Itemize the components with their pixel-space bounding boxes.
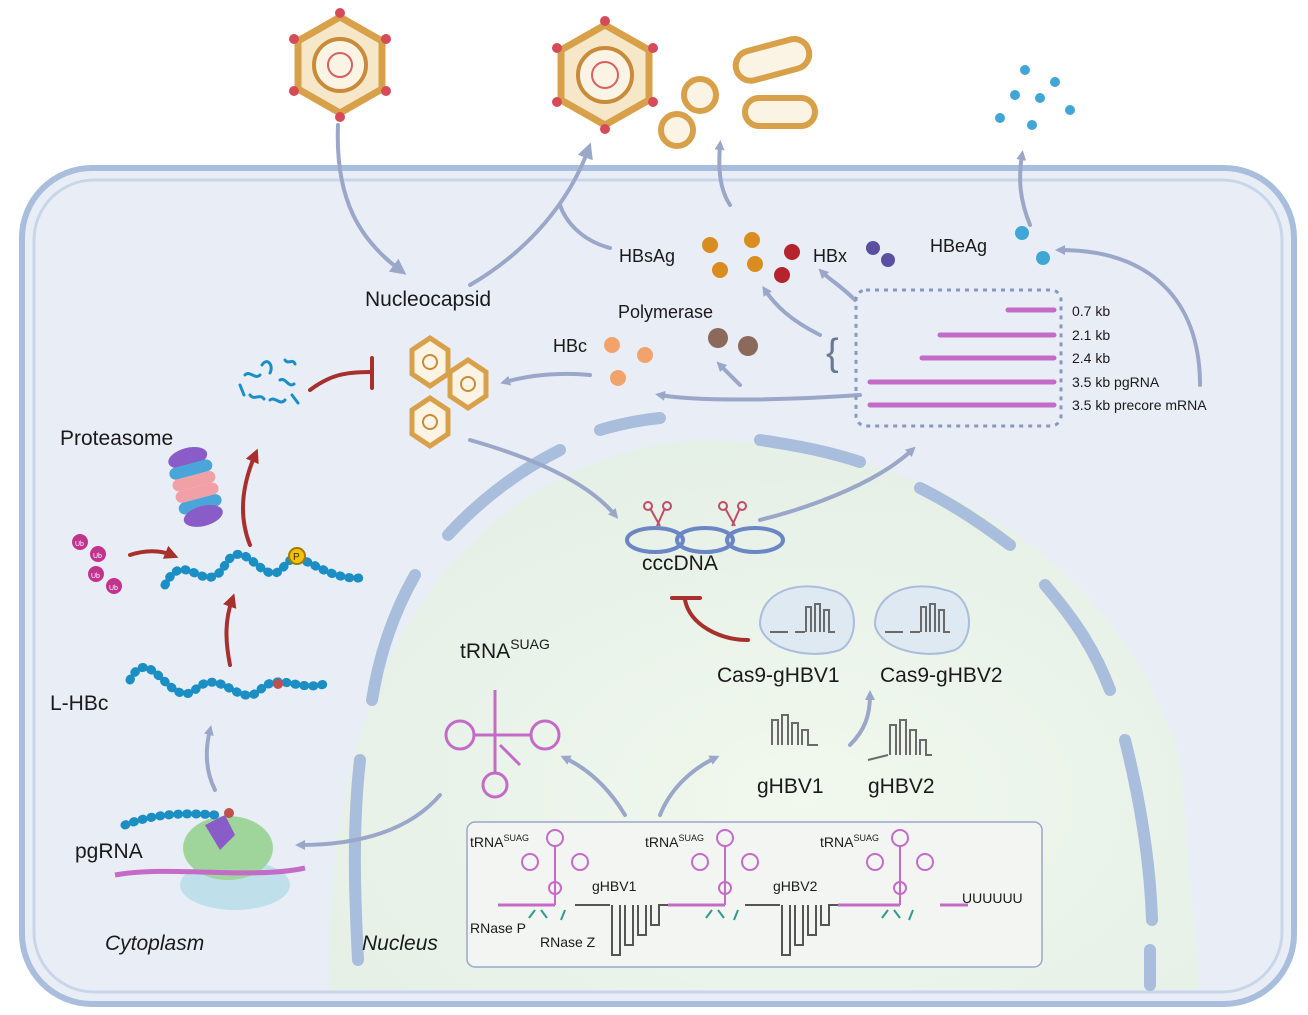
hbsag-sphere-icon [658, 76, 719, 149]
transcript-label-2-4: 2.4 kb [1072, 350, 1110, 366]
proteasome-label: Proteasome [60, 427, 173, 450]
phospho-label: P [293, 552, 300, 563]
cas9-ghbv2-icon [873, 585, 970, 655]
construct-sgrna-1 [575, 904, 668, 956]
rnase-cut-marks [528, 909, 914, 921]
cas9-ghbv1-label: Cas9-gHBV1 [717, 664, 840, 687]
red-arrows [128, 356, 750, 667]
flow-arrows [203, 123, 1202, 850]
trna-label-main: tRNA [460, 640, 510, 663]
transcript-label-0-7: 0.7 kb [1072, 303, 1110, 319]
trna-cloverleaf-icon [444, 690, 561, 799]
cell-membrane-inner [32, 178, 1284, 994]
nuclear-envelope [348, 412, 1158, 991]
construct-trna2-main: tRNA [645, 834, 679, 850]
pgrna-label: pgRNA [75, 840, 143, 863]
construct-box [466, 821, 1043, 968]
construct-sgrna-2 [745, 904, 838, 956]
construct-trna2-label: tRNASUAG [645, 833, 704, 850]
polymerase-dots [708, 328, 758, 356]
transcript-bars [867, 307, 1057, 408]
construct-trna1-sup: SUAG [503, 833, 529, 843]
nucleocapsid-label: Nucleocapsid [365, 288, 491, 311]
trna-label-sup: SUAG [510, 636, 550, 652]
bracket: { [826, 332, 839, 374]
transcript-label-2-1: 2.1 kb [1072, 327, 1110, 343]
construct-trna3-main: tRNA [820, 834, 854, 850]
ub-label-3: Ub [91, 573, 100, 580]
residue-marker [273, 679, 283, 689]
virion-icon [552, 16, 658, 134]
l-hbc-label: L-HBc [50, 692, 108, 715]
sgrna-hairpin-icon [867, 719, 932, 761]
construct-trna-3 [866, 829, 934, 905]
proteasome-icon [168, 446, 223, 527]
cccdna-label: cccDNA [642, 552, 718, 575]
construct-ghbv1-label: gHBV1 [592, 878, 637, 894]
degraded-peptides-icon [238, 358, 300, 405]
construct-trna-2 [691, 829, 759, 905]
capsid-genome [422, 354, 476, 430]
construct-ghbv2-label: gHBV2 [773, 878, 818, 894]
cas9-ghbv2-label: Cas9-gHBV2 [880, 664, 1003, 687]
filament-icon [732, 36, 818, 129]
hbx-dots [774, 244, 800, 283]
transcript-label-precore: 3.5 kb precore mRNA [1072, 397, 1207, 413]
sgrna-hairpin-icon [771, 714, 818, 746]
hbx-purple-dots [866, 241, 895, 267]
capsid-hexagon-icon [409, 334, 489, 450]
hbeag-label: HBeAg [930, 236, 987, 256]
ub-label-4: Ub [109, 585, 118, 592]
scissors-icon [643, 501, 672, 527]
transcript-box [854, 288, 1063, 428]
ub-label-2: Ub [93, 553, 102, 560]
construct-trna-1 [521, 829, 589, 905]
construct-trna3-label: tRNASUAG [820, 833, 879, 850]
ghbv1-label: gHBV1 [757, 775, 824, 798]
virion-icon [289, 8, 391, 122]
transcript-label-pgrna: 3.5 kb pgRNA [1072, 374, 1160, 390]
nucleus-label: Nucleus [362, 932, 438, 955]
hbsag-dots [702, 232, 763, 278]
construct-trna2-sup: SUAG [678, 833, 704, 843]
polyu-label: UUUUUU [962, 890, 1023, 906]
hbx-label: HBx [813, 246, 847, 266]
cas9-ghbv1-icon [758, 585, 855, 655]
hbc-label: HBc [553, 336, 587, 356]
polymerase-label: Polymerase [618, 302, 713, 322]
l-hbc-chain [125, 663, 335, 700]
rnase-p-label: RNase P [470, 920, 526, 936]
hbc-dots [604, 337, 653, 386]
rnase-z-label: RNase Z [540, 934, 596, 950]
phospho-icon [288, 547, 306, 565]
hbeag-particles [995, 65, 1075, 130]
construct-trna1-main: tRNA [470, 834, 504, 850]
cccdna-icon [625, 526, 785, 554]
scissors-icon [718, 501, 747, 527]
ghbv2-label: gHBV2 [868, 775, 935, 798]
ubiquitin-icon [72, 534, 122, 594]
construct-trna1-label: tRNASUAG [470, 833, 529, 850]
construct-trna3-sup: SUAG [853, 833, 879, 843]
trna-label: tRNASUAG [460, 636, 550, 663]
hbsag-label: HBsAg [619, 246, 675, 266]
ub-label-1: Ub [75, 541, 84, 548]
hbc-chain-ubiquitinated [160, 549, 365, 590]
hbeag-dots [1015, 226, 1050, 265]
cytoplasm-label: Cytoplasm [105, 932, 204, 955]
ribosome-icon [114, 808, 306, 910]
